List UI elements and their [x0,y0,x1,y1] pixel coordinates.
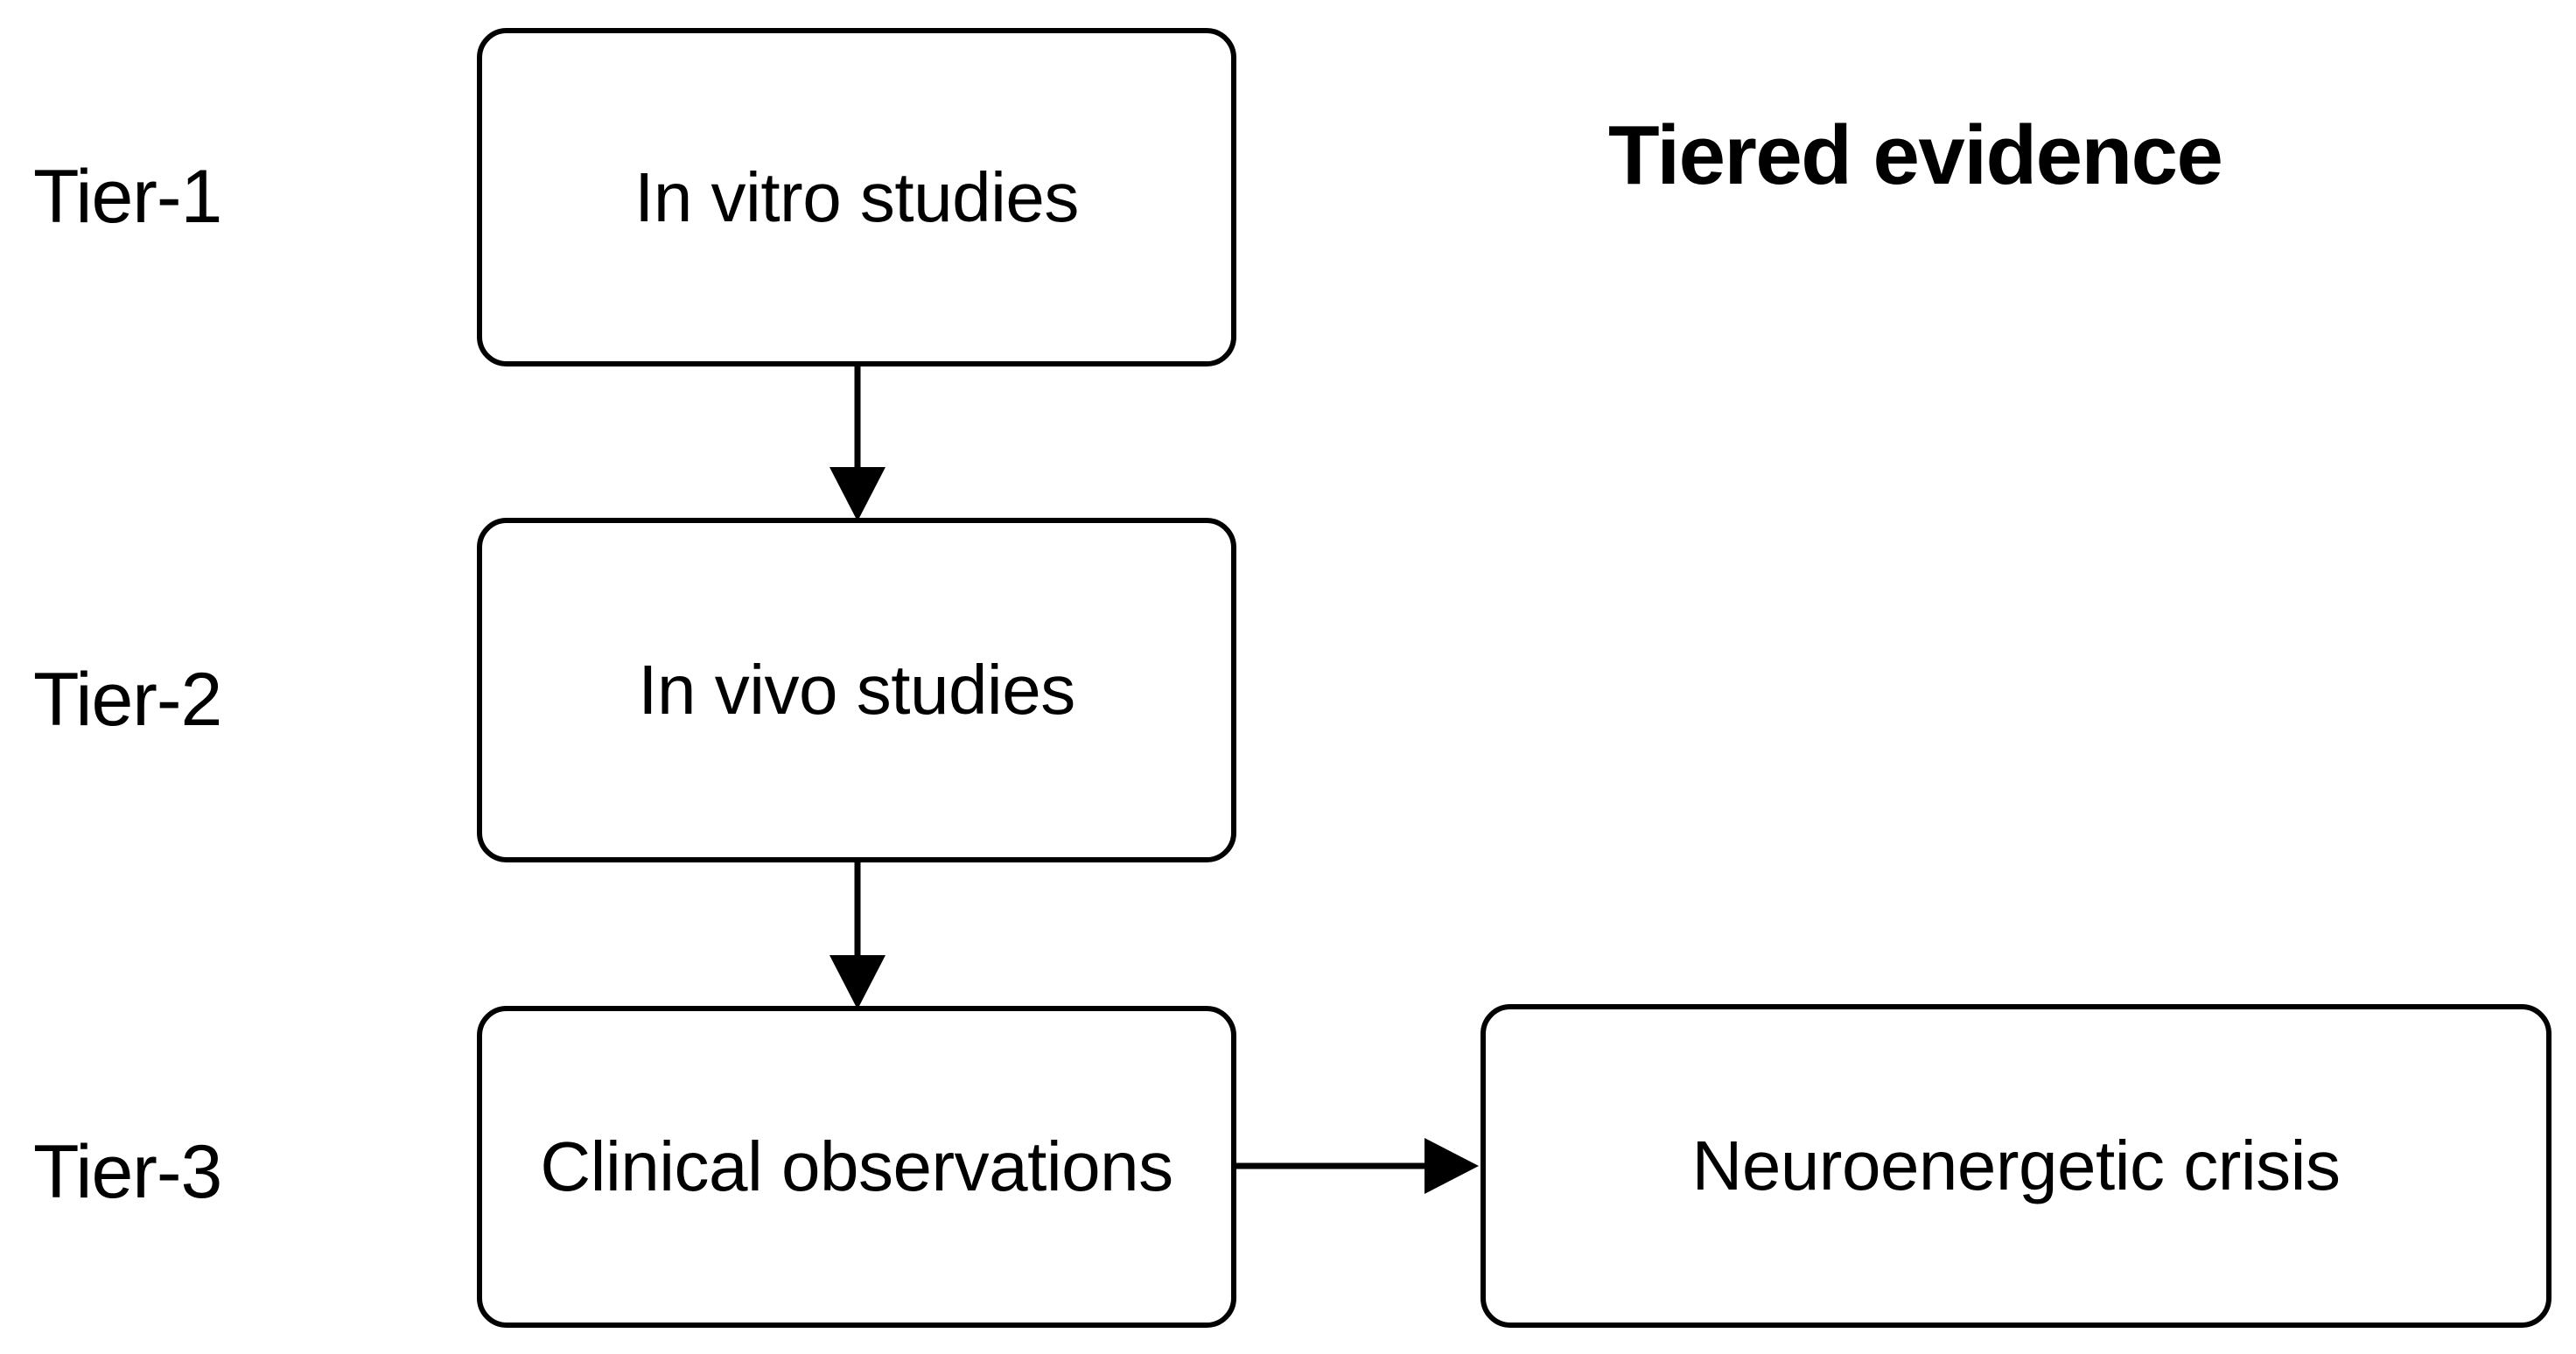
tier-label-3: Tier-3 [33,1130,222,1214]
node-in-vitro-studies[interactable]: In vitro studies [477,28,1236,366]
diagram-title: Tiered evidence [1608,108,2223,202]
arrow-in-vitro-to-in-vivo [830,366,886,521]
arrow-head-clinical-to-neurocrisis [1424,1138,1479,1194]
arrow-head-in-vitro-to-in-vivo [830,467,886,521]
arrow-in-vivo-to-clinical [830,862,886,1009]
node-in-vivo-studies[interactable]: In vivo studies [477,518,1236,862]
arrow-head-in-vivo-to-clinical [830,955,886,1009]
node-neuroenergetic-crisis[interactable]: Neuroenergetic crisis [1480,1004,2552,1328]
arrow-clinical-to-neurocrisis [1234,1138,1479,1194]
node-label-neuroenergetic-crisis: Neuroenergetic crisis [1691,1127,2341,1205]
tier-label-2: Tier-2 [33,658,222,742]
tier-label-1: Tier-1 [33,155,222,239]
node-label-clinical-observations: Clinical observations [540,1127,1173,1206]
node-label-in-vivo-studies: In vivo studies [638,651,1075,729]
node-clinical-observations[interactable]: Clinical observations [477,1006,1236,1328]
node-label-in-vitro-studies: In vitro studies [634,157,1079,236]
